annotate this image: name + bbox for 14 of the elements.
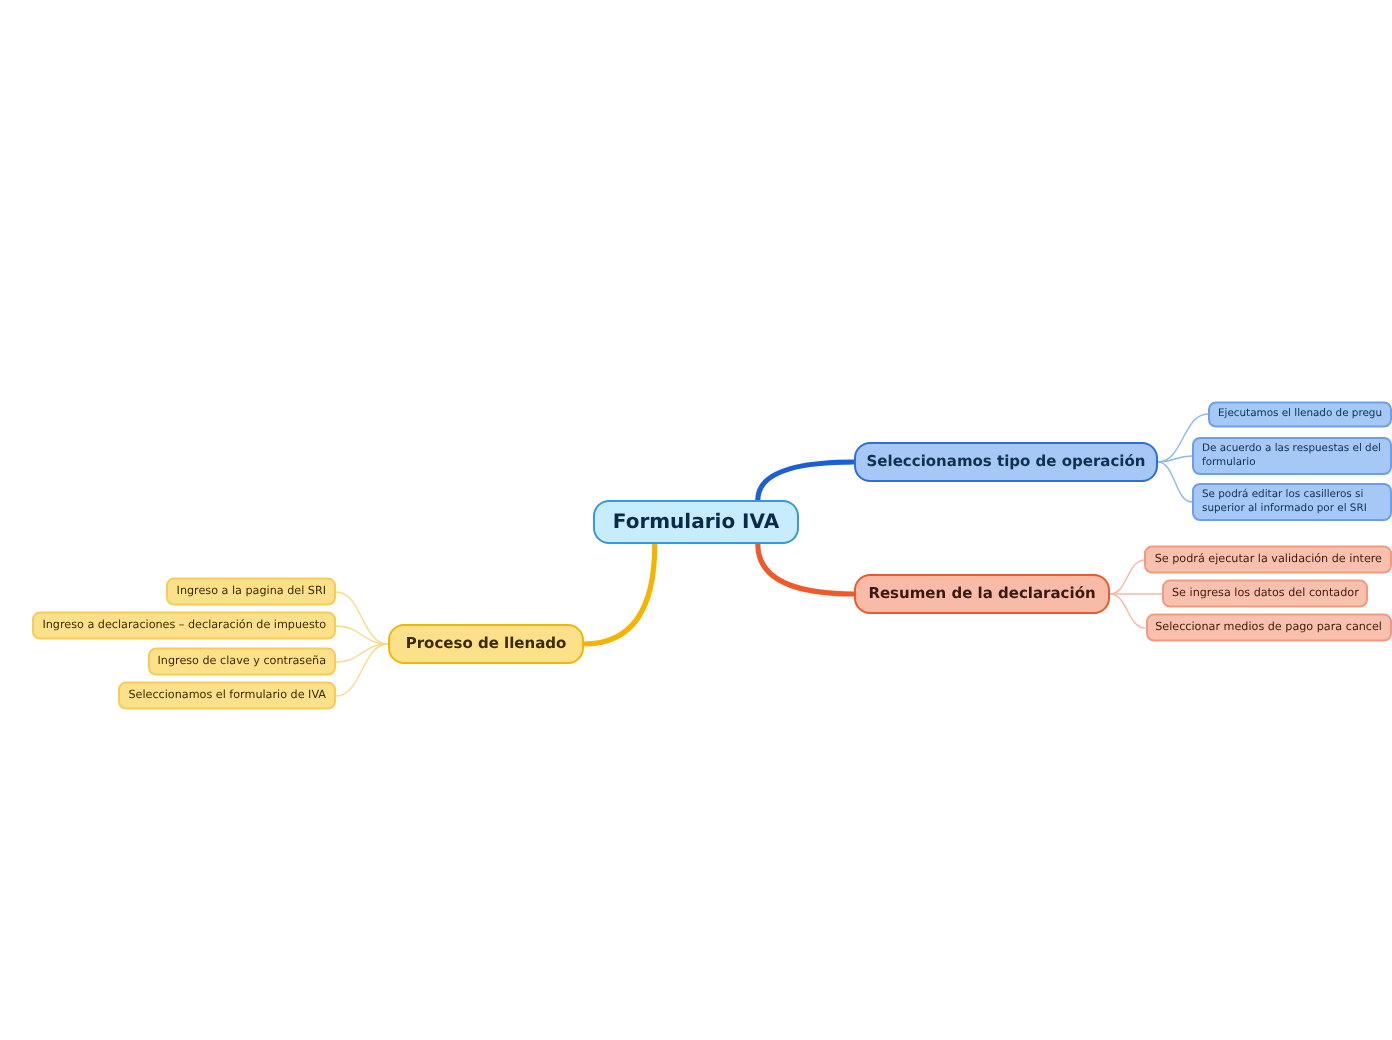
connector-line	[335, 625, 389, 645]
connector-line	[335, 643, 389, 663]
connector-line	[335, 643, 389, 697]
connector-line	[1109, 593, 1163, 595]
connector-line	[1157, 461, 1193, 503]
connector-line	[1109, 559, 1146, 595]
connector-line	[755, 459, 855, 501]
central-topic: Formulario IVA	[593, 500, 799, 544]
connector-line	[1109, 593, 1146, 629]
connector-line	[1157, 455, 1193, 463]
connector-line	[335, 591, 389, 645]
connector-line	[1157, 413, 1209, 463]
connector-line	[755, 543, 855, 597]
connector-line	[583, 543, 658, 647]
